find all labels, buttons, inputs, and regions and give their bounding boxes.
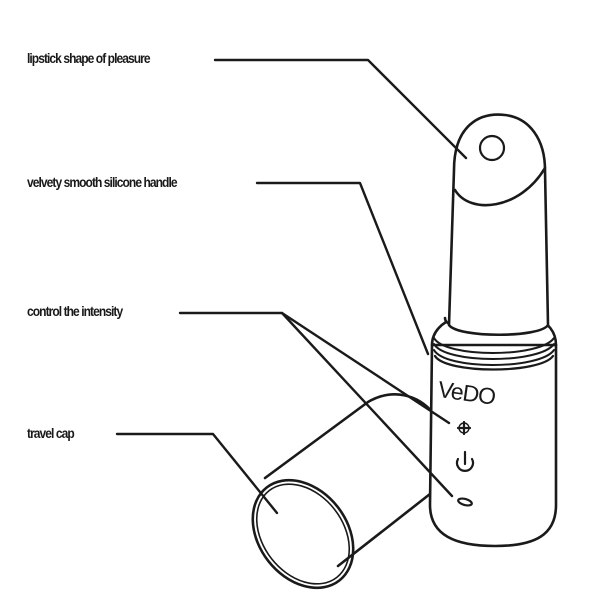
device-body — [428, 316, 558, 548]
leader-line-tip — [213, 58, 468, 160]
travel-cap — [251, 393, 436, 590]
callout-label-handle: velvety smooth silicone handle — [27, 174, 178, 190]
leader-line-cap — [115, 432, 279, 515]
minus-icon — [457, 497, 473, 507]
power-icon — [455, 450, 475, 472]
silicone-tip — [447, 113, 550, 336]
plus-icon — [456, 420, 472, 436]
leader-line-controls-plus — [178, 311, 451, 425]
callout-label-tip: lipstick shape of pleasure — [27, 50, 151, 66]
callout-label-controls: control the intensity — [27, 303, 123, 319]
callout-label-cap: travel cap — [27, 425, 75, 441]
leader-line-controls-minus — [280, 311, 454, 498]
leader-line-handle — [255, 181, 430, 356]
leader-lines — [115, 58, 468, 515]
